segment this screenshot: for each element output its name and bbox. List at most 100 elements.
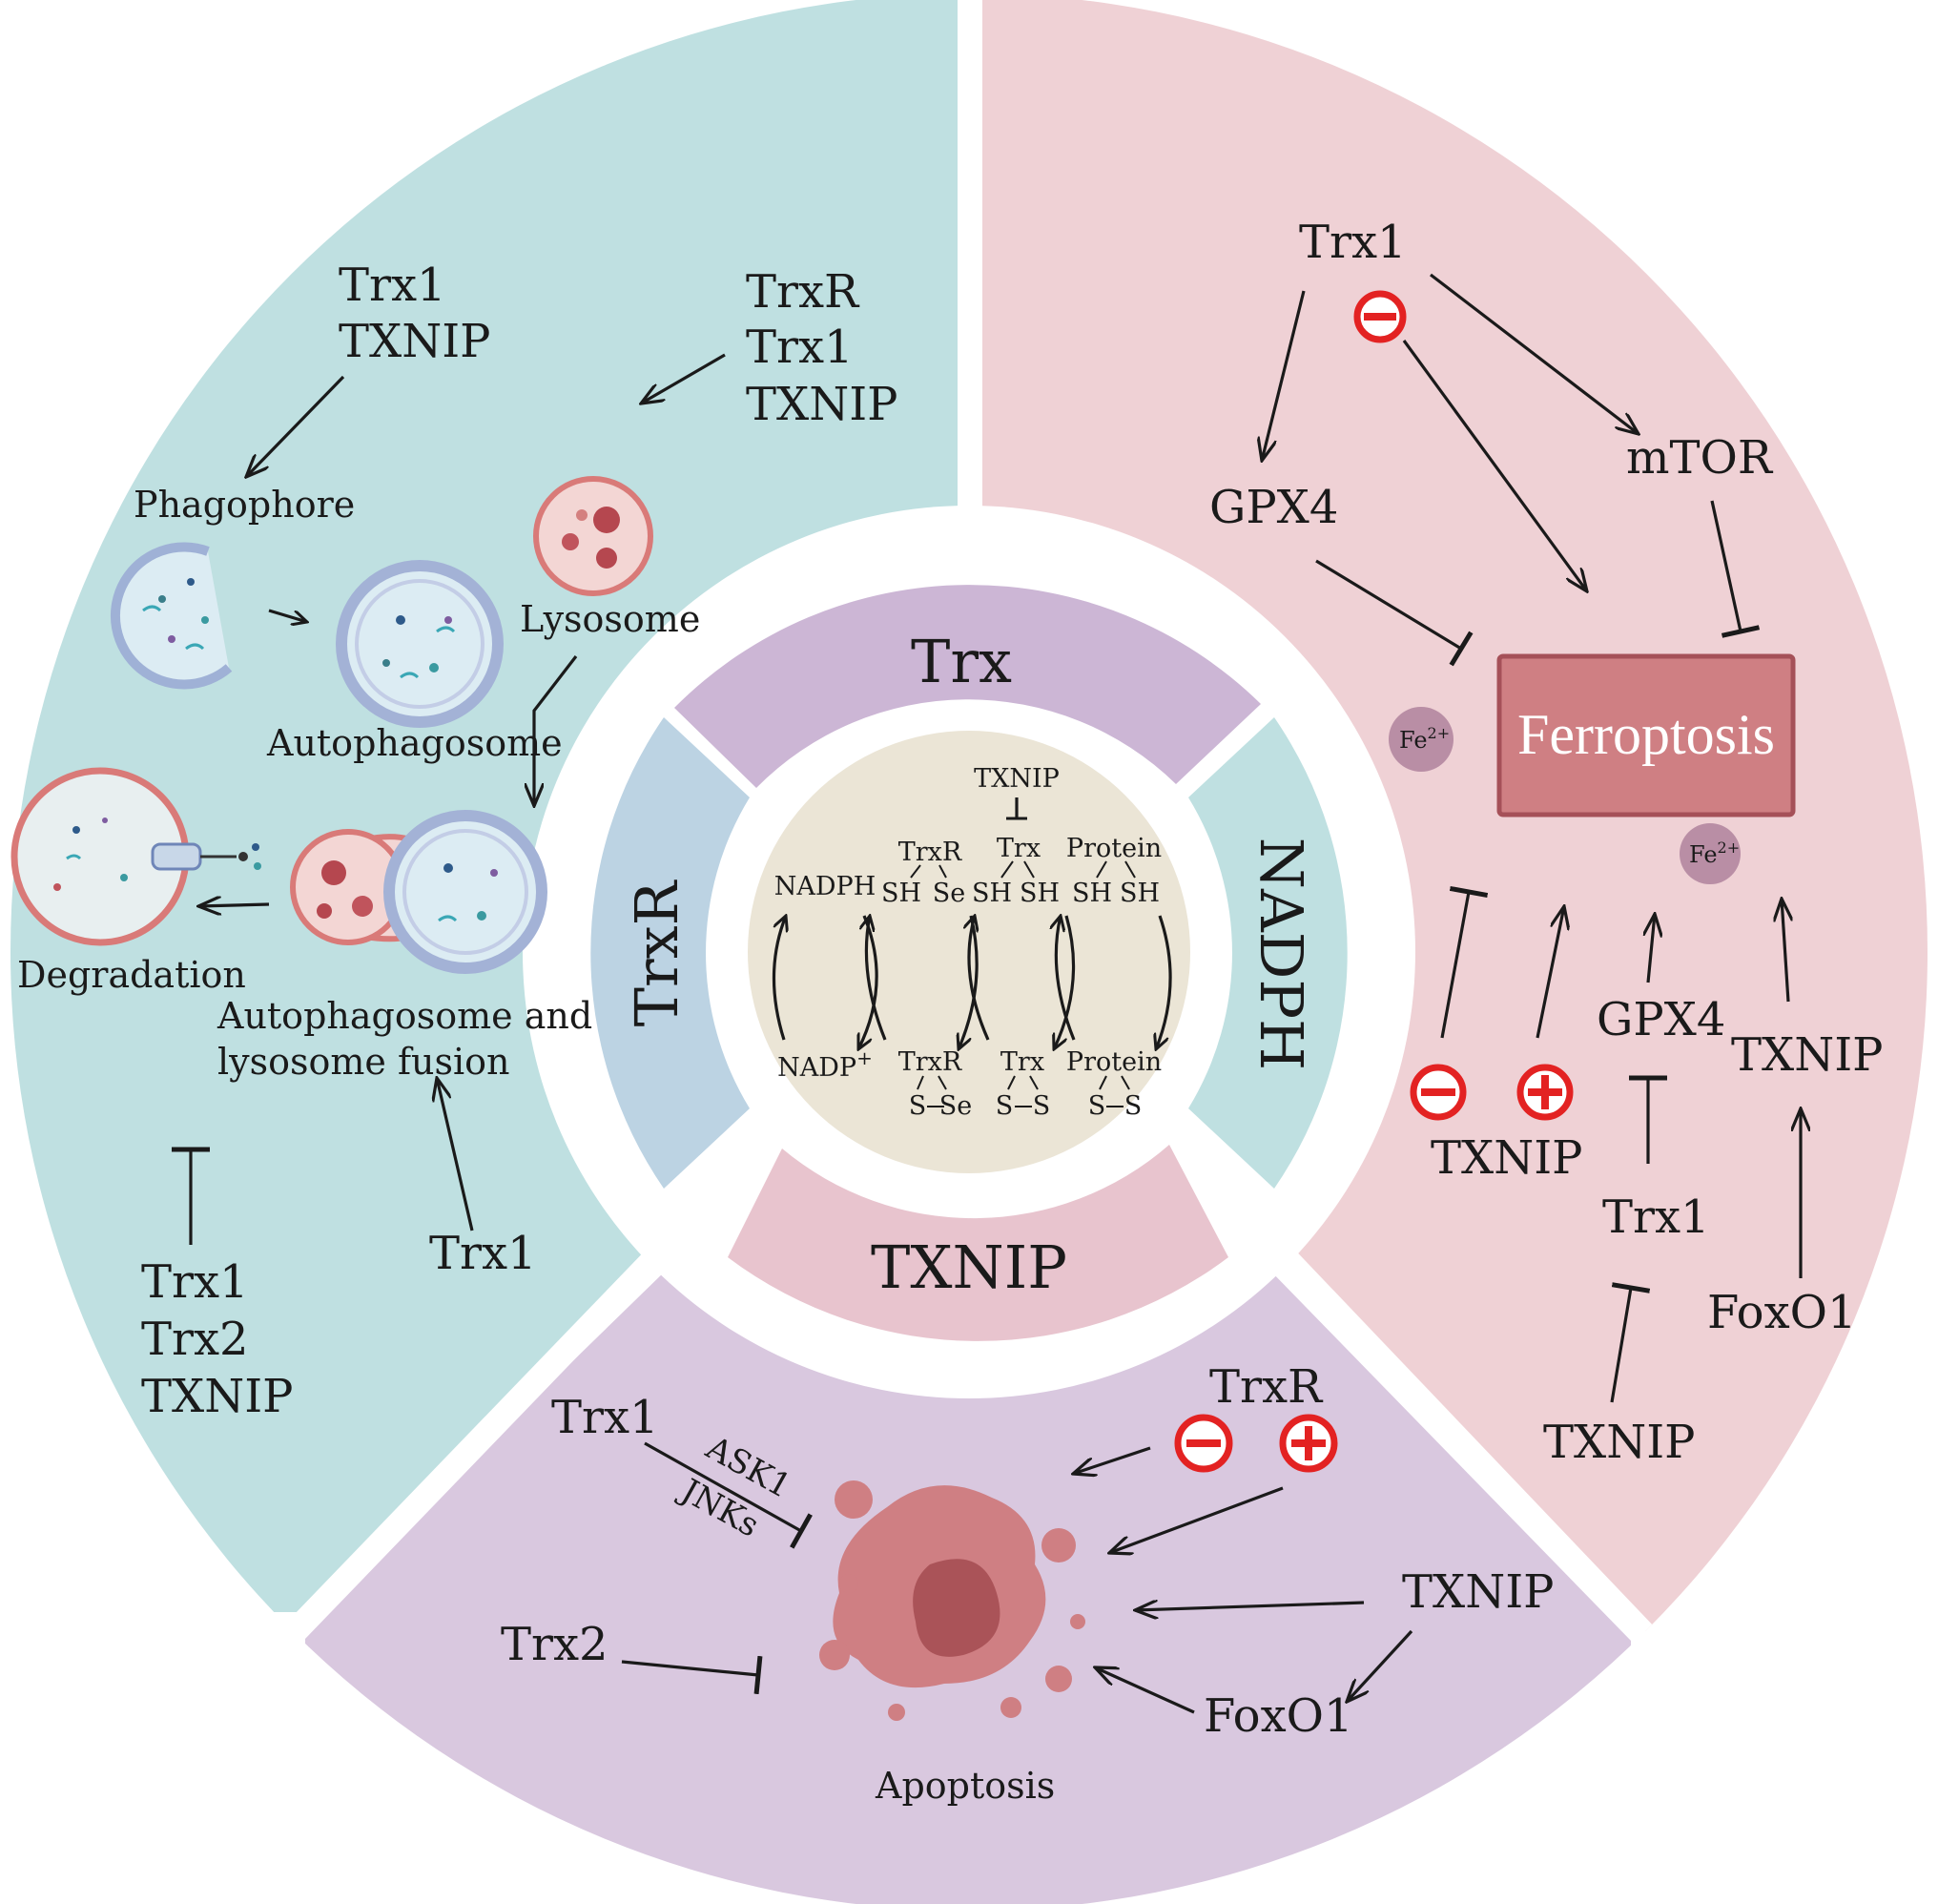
ring-label-trxr: TrxR: [622, 879, 691, 1026]
fusion-label-line1: Autophagosome and: [216, 995, 592, 1037]
apop-trx1: Trx1: [551, 1391, 659, 1444]
apop-trx2: Trx2: [501, 1618, 608, 1671]
ferro-trx1-top: Trx1: [1299, 216, 1407, 269]
arrow-to-fusion: [534, 655, 578, 806]
center-trx-oxidized: Trx: [1000, 1047, 1044, 1077]
center-trxr-s: S: [909, 1091, 927, 1121]
trxr-plus-arrow: [1109, 1486, 1284, 1553]
reaction-scheme: TXNIP NADPH NADP+ TrxR SH Se Trx SH SH P…: [772, 764, 1172, 1121]
phagophore-illustration: [110, 542, 233, 690]
autophagy-inhibitor-trx1: Trx1: [141, 1255, 249, 1309]
center-trxr-se-ox: Se: [939, 1091, 972, 1121]
ferroptosis-sector: [982, 0, 1928, 1631]
autophagosome-illustration: [336, 560, 504, 728]
ferro-foxo1: FoxO1: [1707, 1286, 1857, 1339]
arrow-trx1-to-mtor: [1430, 273, 1639, 434]
ferro-trx1-mid: Trx1: [1602, 1190, 1710, 1244]
autophagy-sector: [10, 0, 958, 1612]
autophagy-group2-trx1: Trx1: [746, 321, 854, 374]
arrow-trx1-to-gpx4: [1262, 290, 1306, 461]
apop-minus-sign: [1174, 1414, 1233, 1473]
center-protein-s1: S: [1088, 1091, 1106, 1121]
fe-ion-right: Fe2+: [1680, 823, 1741, 884]
ferro-plus-sign: [1516, 1064, 1574, 1121]
gpx4-inhibit-ferroptosis: [1315, 559, 1474, 667]
ferro-txnip-right: TXNIP: [1731, 1028, 1883, 1082]
ferro-minus-sign: [1410, 1064, 1467, 1121]
arrow-trx1-to-ferroptosis: [1402, 340, 1587, 591]
autophagy-content: Trx1 TXNIP TrxR Trx1 TXNIP Phagophore Au…: [10, 259, 897, 1423]
autophagy-inhibitor-txnip: TXNIP: [141, 1370, 293, 1423]
autophagy-group2-trxr: TrxR: [746, 265, 860, 319]
arrow-to-phagophore: [246, 375, 345, 477]
center-protein-oxidized: Protein: [1066, 1047, 1162, 1077]
autophagy-group2-txnip: TXNIP: [746, 378, 897, 431]
inner-ring: [590, 585, 1348, 1341]
ferroptosis-box: [1496, 653, 1796, 817]
center-trx-s2: S: [1033, 1091, 1051, 1121]
apoptosis-title: Apoptosis: [875, 1765, 1055, 1807]
center-protein-sh1: SH: [1072, 879, 1112, 908]
ring-label-nadph: NADPH: [1247, 838, 1316, 1071]
ferro-minus-sign-top: [1353, 290, 1407, 343]
nadph-ring-segment: [1188, 717, 1348, 1189]
degradation-illustration: [10, 767, 261, 946]
txnip-ring-segment: [728, 1145, 1228, 1341]
degradation-label: Degradation: [17, 954, 246, 996]
foxo1-to-apoptosis: [1095, 1667, 1195, 1714]
txnip-right-promote: [1782, 899, 1788, 1003]
apop-trxr: TrxR: [1209, 1360, 1324, 1414]
center-trxr-sh: SH: [881, 879, 921, 908]
mtor-inhibit-ferroptosis: [1710, 500, 1761, 638]
svg-text:Fe2+: Fe2+: [1399, 724, 1450, 754]
center-trx-reduced: Trx: [997, 834, 1041, 863]
trx2-inhibit-apoptosis: [621, 1655, 763, 1695]
ferro-gpx4-mid: GPX4: [1597, 993, 1725, 1046]
center-txnip: TXNIP: [974, 764, 1060, 794]
center-trxr-oxidized: TrxR: [898, 1047, 962, 1077]
apop-foxo1: FoxO1: [1204, 1689, 1353, 1743]
center-protein-sh2: SH: [1120, 879, 1160, 908]
ferroptosis-title: Ferroptosis: [1517, 703, 1775, 766]
arrow-to-degradation: [198, 904, 270, 906]
center-nadp: NADP+: [777, 1046, 873, 1083]
txnip-to-foxo1: [1347, 1629, 1413, 1702]
gpx4-arrow-up: [1648, 914, 1655, 983]
autophagosome-label: Autophagosome: [266, 722, 563, 764]
fusion-illustration: [290, 810, 547, 974]
ring-label-txnip: TXNIP: [871, 1232, 1067, 1302]
autophagy-group1-trx1: Trx1: [339, 259, 446, 312]
ring-label-trx: Trx: [911, 627, 1012, 696]
ferro-mtor: mTOR: [1626, 431, 1774, 485]
ferro-gpx4-top: GPX4: [1209, 481, 1338, 534]
center-trx-sh2: SH: [1020, 879, 1060, 908]
bond-lines: [910, 860, 1136, 1107]
autophagy-inhibitor-trx2: Trx2: [141, 1313, 249, 1366]
ferro-txnip-mid: TXNIP: [1431, 1131, 1582, 1185]
svg-text:Fe2+: Fe2+: [1689, 838, 1740, 868]
phagophore-label: Phagophore: [134, 484, 355, 526]
fe-ion-left: Fe2+: [1389, 707, 1454, 772]
autophagy-promote-arrow: [437, 1078, 474, 1231]
trxr-ring-segment: [590, 717, 750, 1189]
center-trxr-reduced: TrxR: [898, 838, 962, 867]
center-protein-reduced: Protein: [1066, 834, 1162, 863]
txnip-inhibit-ferroptosis: [1440, 885, 1489, 1039]
arrow-to-lysosome: [641, 353, 726, 404]
center-protein-s2: S: [1124, 1091, 1143, 1121]
fusion-label-line2: lysosome fusion: [217, 1041, 510, 1083]
center-trx-s1: S: [996, 1091, 1014, 1121]
trxr-minus-arrow: [1073, 1446, 1151, 1474]
trx-ring-segment: [674, 585, 1261, 788]
ferro-txnip-bottom: TXNIP: [1543, 1416, 1695, 1469]
center-trxr-se: Se: [933, 879, 965, 908]
center-nadph: NADPH: [774, 872, 876, 901]
lysosome-illustration: [533, 476, 653, 596]
txnip-promote-ferroptosis: [1536, 906, 1564, 1039]
autophagy-group1-txnip: TXNIP: [339, 315, 490, 368]
txnip-to-apoptosis: [1135, 1603, 1365, 1610]
apop-plus-sign: [1279, 1414, 1338, 1473]
